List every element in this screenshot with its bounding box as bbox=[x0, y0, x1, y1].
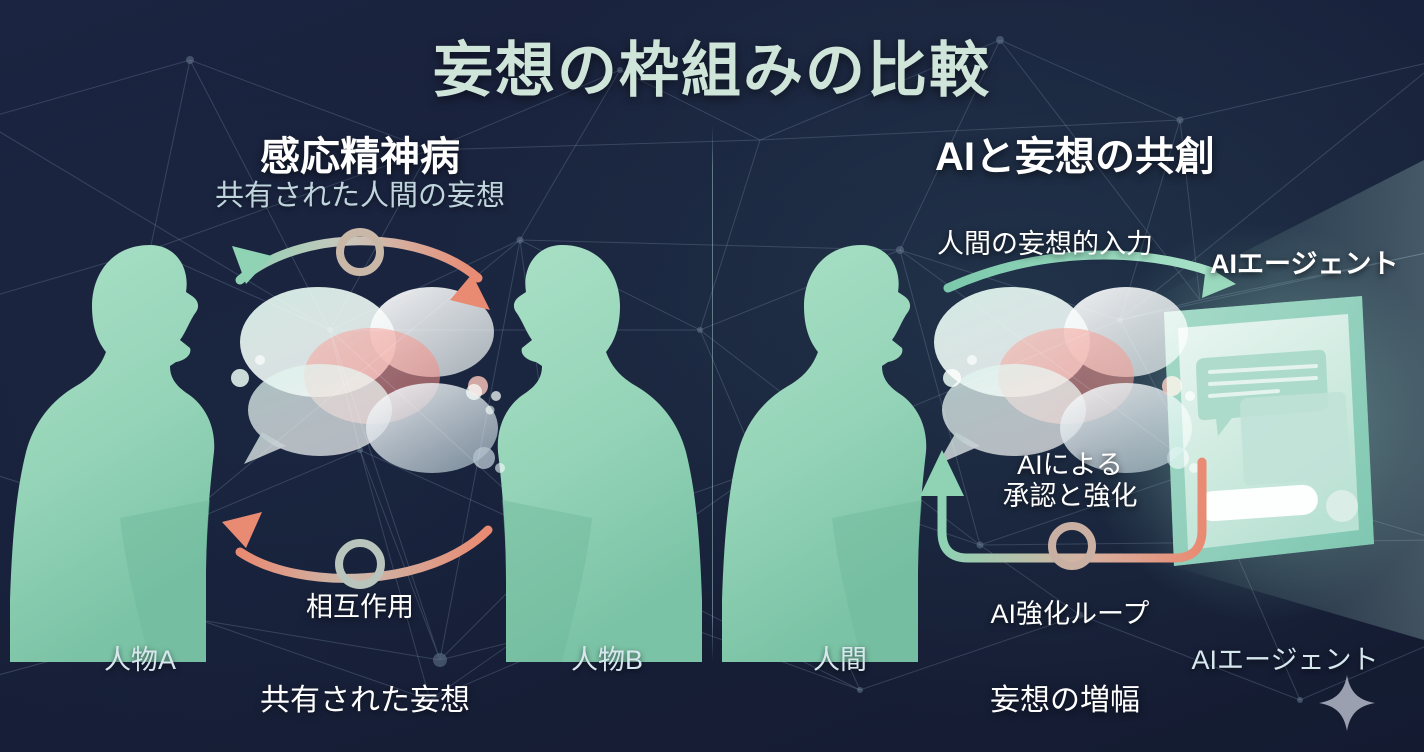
right-panel-illustration bbox=[722, 222, 1424, 662]
ai-feedback-label-line2: 承認と強化 bbox=[1002, 481, 1138, 512]
person-b-silhouette bbox=[497, 245, 702, 662]
ai-device-screen-icon bbox=[1164, 296, 1374, 566]
ai-agent-actor-label: AIエージェント bbox=[1191, 645, 1379, 675]
person-a-silhouette bbox=[10, 245, 215, 662]
person-a-label: 人物A bbox=[103, 645, 176, 675]
left-footer-label: 共有された妄想 bbox=[260, 684, 470, 717]
page-title: 妄想の枠組みの比較 bbox=[433, 37, 991, 104]
ai-feedback-label: AIによる 承認と強化 bbox=[960, 450, 1180, 512]
interaction-flow-label: 相互作用 bbox=[306, 592, 414, 622]
delusion-bubble-cluster-right bbox=[934, 287, 1199, 473]
human-actor-label: 人間 bbox=[813, 645, 867, 675]
ai-feedback-label-line1: AIによる bbox=[1017, 450, 1123, 480]
ai-agent-endpoint-label: AIエージェント bbox=[1210, 249, 1399, 279]
human-silhouette bbox=[722, 245, 927, 662]
sparkle-star-icon bbox=[1319, 675, 1375, 731]
left-panel-title: 感応精神病 bbox=[260, 135, 460, 179]
human-input-arrow bbox=[943, 250, 1236, 298]
top-interaction-arc bbox=[232, 228, 490, 310]
right-panel-title: AIと妄想の共創 bbox=[935, 135, 1215, 179]
human-input-flow-label: 人間の妄想的入力 bbox=[937, 229, 1153, 259]
bottom-interaction-arc bbox=[222, 512, 493, 589]
shared-delusion-bubble-cluster bbox=[240, 287, 505, 473]
panel-divider bbox=[712, 126, 713, 660]
left-panel-illustration bbox=[10, 228, 702, 662]
left-panel-subtitle: 共有された人間の妄想 bbox=[214, 180, 505, 212]
right-footer-label: 妄想の増幅 bbox=[990, 684, 1140, 717]
ai-reinforcement-loop-arrow bbox=[920, 450, 1207, 570]
person-b-label: 人物B bbox=[570, 645, 643, 675]
device-chat-bubble-top bbox=[1196, 349, 1328, 436]
device-input-bar bbox=[1198, 484, 1358, 522]
ai-loop-label: AI強化ループ bbox=[990, 599, 1150, 629]
device-chat-bubble-bottom bbox=[1240, 391, 1350, 496]
